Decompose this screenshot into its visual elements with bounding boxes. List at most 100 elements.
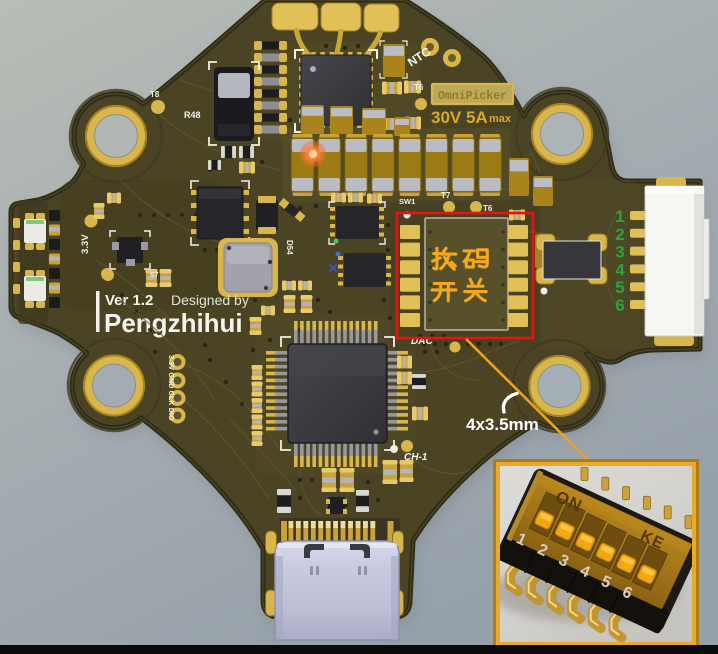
pcb-decor (239, 401, 245, 407)
pcb-decor (107, 192, 112, 204)
pcb-trace (10, 0, 701, 618)
pcb-decor (279, 41, 287, 50)
pcb-decor (251, 392, 263, 397)
pcb-decor (411, 117, 415, 129)
usb-pin (318, 521, 324, 541)
pcb-decor (283, 308, 296, 313)
annotations: 拨码 开关 4x3.5mm (395, 211, 593, 465)
pcb-decor (361, 443, 366, 458)
pcb-decor (449, 341, 461, 353)
pcb-decor (397, 355, 402, 369)
pcb-decor (367, 193, 372, 204)
pcb-decor (191, 190, 197, 195)
pcb-decor (275, 392, 289, 396)
pcb-decor (560, 523, 572, 533)
usb-latch (350, 544, 370, 558)
pcb-decor (26, 220, 44, 224)
soic8-chip (336, 206, 379, 239)
pcb-decor (443, 341, 449, 347)
pcb-decor (321, 487, 337, 492)
pcb-decor (300, 456, 304, 467)
pin1-dot (310, 66, 316, 72)
pcb-decor (315, 297, 321, 303)
jst-connector (644, 177, 710, 346)
pcb-decor (266, 392, 277, 396)
pcb-decor (277, 506, 291, 513)
pcb-decor (159, 269, 172, 274)
pcb-decor (434, 349, 440, 355)
pcb-decor (645, 186, 704, 194)
pcb-decor (49, 210, 60, 221)
pcb-decor (262, 65, 279, 74)
pcb-decor (239, 146, 243, 158)
pcb-decor (270, 305, 275, 316)
pcb-decor (363, 110, 385, 119)
pcb-decor (348, 521, 353, 528)
pcb-decor (340, 477, 354, 483)
dimension-arrow (501, 391, 519, 414)
pcb-decor (402, 372, 406, 384)
pcb-decor (416, 116, 421, 130)
pcb-decor (93, 203, 105, 208)
testpoint-t7 (443, 201, 455, 213)
pcb-decor (356, 490, 369, 496)
pcb-decor (297, 205, 303, 211)
switch-leg-back (601, 476, 610, 491)
pcb-decor (310, 566, 313, 575)
pcb-decor (363, 521, 368, 528)
pcb-decor (386, 357, 400, 362)
pcb-decor (49, 268, 60, 279)
pcb-decor (252, 370, 262, 374)
pcb-decor (66, 337, 162, 433)
usb-latch (304, 544, 324, 558)
pcb-decor (119, 292, 125, 298)
pcb-decor (159, 282, 172, 287)
pcb-decor (250, 347, 256, 353)
pcb-decor (312, 443, 316, 458)
pcb-decor (355, 43, 361, 49)
pcb-decor (590, 523, 627, 570)
qfn-pin (366, 52, 371, 56)
pcb-decor (343, 321, 347, 332)
pcb-decor (94, 114, 138, 158)
pcb-decor (397, 392, 408, 396)
usb-pin (325, 521, 331, 541)
pcb-decor (407, 371, 412, 385)
pcb-decor (500, 536, 669, 634)
pcb-decor (275, 413, 289, 417)
led-white (24, 219, 46, 243)
pcb-decor (382, 479, 398, 484)
pcb-decor (301, 302, 312, 306)
pcb-decor (325, 521, 331, 528)
pcb-decor (373, 443, 378, 458)
pin-number-6: 6 (615, 296, 624, 315)
pcb-decor (324, 330, 329, 345)
version-label: Ver 1.2 (105, 292, 153, 309)
pcb-decor (428, 283, 432, 287)
pcb-decor (385, 222, 391, 228)
pcb-decor (279, 125, 287, 134)
pcb-decor (324, 321, 329, 332)
connector-pad (630, 246, 645, 256)
pcb-decor (252, 420, 262, 424)
pcb-decor (404, 80, 409, 94)
pcb-decor (343, 330, 347, 345)
pcb-decor (349, 321, 353, 332)
qfn-pin (311, 52, 316, 56)
pin-number-5: 5 (615, 278, 624, 297)
divider-bar (96, 291, 100, 332)
pcb-decor (295, 521, 301, 528)
pcb-decor (387, 315, 393, 321)
usb-pin (355, 521, 361, 541)
components: NTC T6 OmniPicker 30V 5A max T8 R48 D54 … (13, 2, 710, 641)
dip-pad (508, 260, 528, 275)
pcb-decor (267, 259, 273, 265)
switch-leg-back (580, 467, 589, 481)
pcb-decor (276, 556, 283, 640)
pcb-decor (386, 392, 400, 396)
switch-leg-back (643, 495, 651, 510)
pcb-decor (294, 330, 298, 345)
pcb-decor (326, 499, 330, 504)
pcb-decor (226, 245, 232, 251)
pcb-decor (199, 189, 241, 199)
